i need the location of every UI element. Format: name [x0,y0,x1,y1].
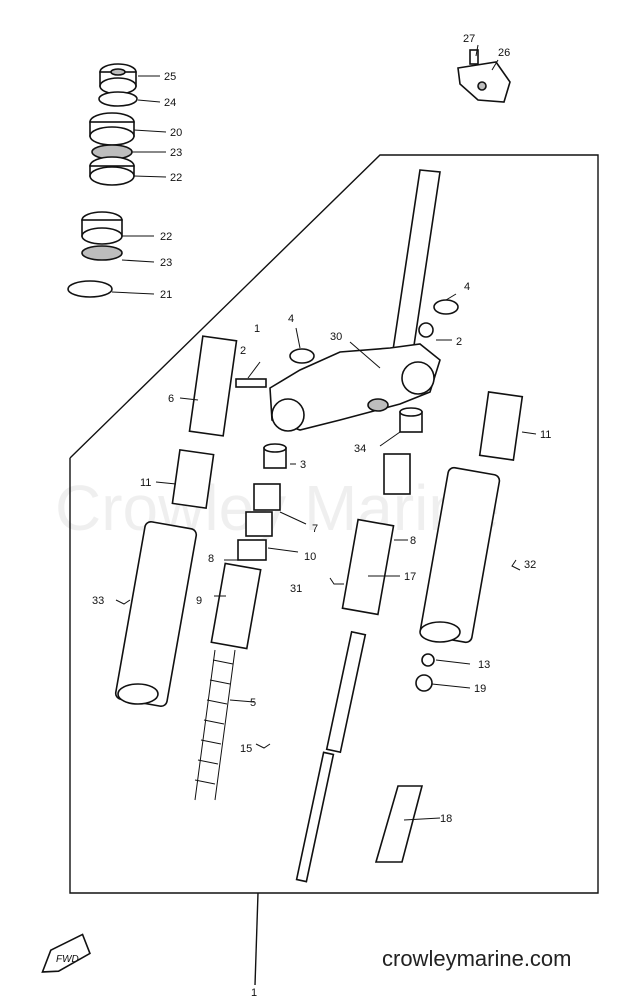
callout-8-right: 8 [410,535,416,547]
callout-20: 20 [170,127,182,139]
callout-23-lower: 23 [160,257,172,269]
part-33-outer-tube-left [114,521,198,707]
callout-18: 18 [440,813,452,825]
callout-23-upper: 23 [170,147,182,159]
callout-26: 26 [498,47,510,59]
part-13-gasket [421,653,435,667]
part-7-dust-seal [253,483,281,511]
part-25-stem-nut [99,63,137,95]
callout-30: 30 [330,331,342,343]
part-17-rebound-spring [341,518,395,616]
frame-tail-line [254,892,259,986]
part-19-drain-bolt [415,674,433,692]
part-11-fork-tube-left [171,448,215,510]
callout-11-right: 11 [540,429,551,441]
part-23-bearing-lower [81,245,123,261]
part-4-o-ring-left [289,348,315,364]
assembly-frame [69,154,599,894]
part-4-o-ring-right [433,299,459,315]
part-30-stem-bracket [269,169,441,432]
site-url-label[interactable]: crowleymarine.com [382,946,572,971]
fwd-arrow-icon: FWD [41,933,91,973]
callout-4-left: 4 [288,313,294,325]
part-5-fork-spring [194,649,236,801]
part-15-damper-rod [295,630,367,883]
callout-21: 21 [160,289,172,301]
callout-11-left: 11 [140,477,151,489]
part-3-spacer [263,443,287,469]
callout-31: 31 [290,583,302,595]
callout-22-lower: 22 [160,231,172,243]
callout-22-upper: 22 [170,172,182,184]
callout-27: 27 [463,33,475,45]
callout-9: 9 [196,595,202,607]
callout-24: 24 [164,97,176,109]
callout-10: 10 [304,551,316,563]
part-9-spring-holder [210,562,262,650]
callout-15: 15 [240,743,252,755]
part-26-cable-guide [457,61,511,103]
part-22-race-lower [81,211,123,245]
part-24-washer [98,91,138,107]
callout-34: 34 [354,443,366,455]
callout-19: 19 [474,683,486,695]
part-20-ring-nut [89,112,135,146]
part-27-screw [469,49,479,65]
callout-17: 17 [404,571,416,583]
callout-1: 1 [254,323,260,335]
callout-2-right: 2 [456,336,462,348]
part-2-bolt-left [235,378,267,388]
callout-32: 32 [524,559,536,571]
callout-13: 13 [478,659,490,671]
part-11-fork-tube-right [478,391,524,461]
callout-5: 5 [250,697,256,709]
callout-2-left: 2 [240,345,246,357]
part-18-label [374,785,424,863]
fwd-label: FWD [56,954,79,965]
callout-7: 7 [312,523,318,535]
leader-lines [111,44,537,821]
callout-8-left: 8 [208,553,214,565]
callout-33: 33 [92,595,104,607]
bottom-reference-label: 1 [251,987,257,999]
callout-4-right: 4 [464,281,470,293]
part-6-fork-cap-left [188,335,238,437]
part-8-piston-ring-left [237,511,273,561]
part-34-spacer [399,407,423,433]
callout-3: 3 [300,459,306,471]
callout-25: 25 [164,71,176,83]
callout-labels: 25 24 20 23 22 22 23 21 27 26 30 2 4 1 4… [92,33,551,825]
part-32-outer-tube-right [419,466,501,644]
part-21-seal [67,280,113,298]
part-22-race-upper [89,156,135,186]
part-8-piston-ring-right [383,453,411,495]
callout-6: 6 [168,393,174,405]
part-2-bolt-right [418,322,434,338]
